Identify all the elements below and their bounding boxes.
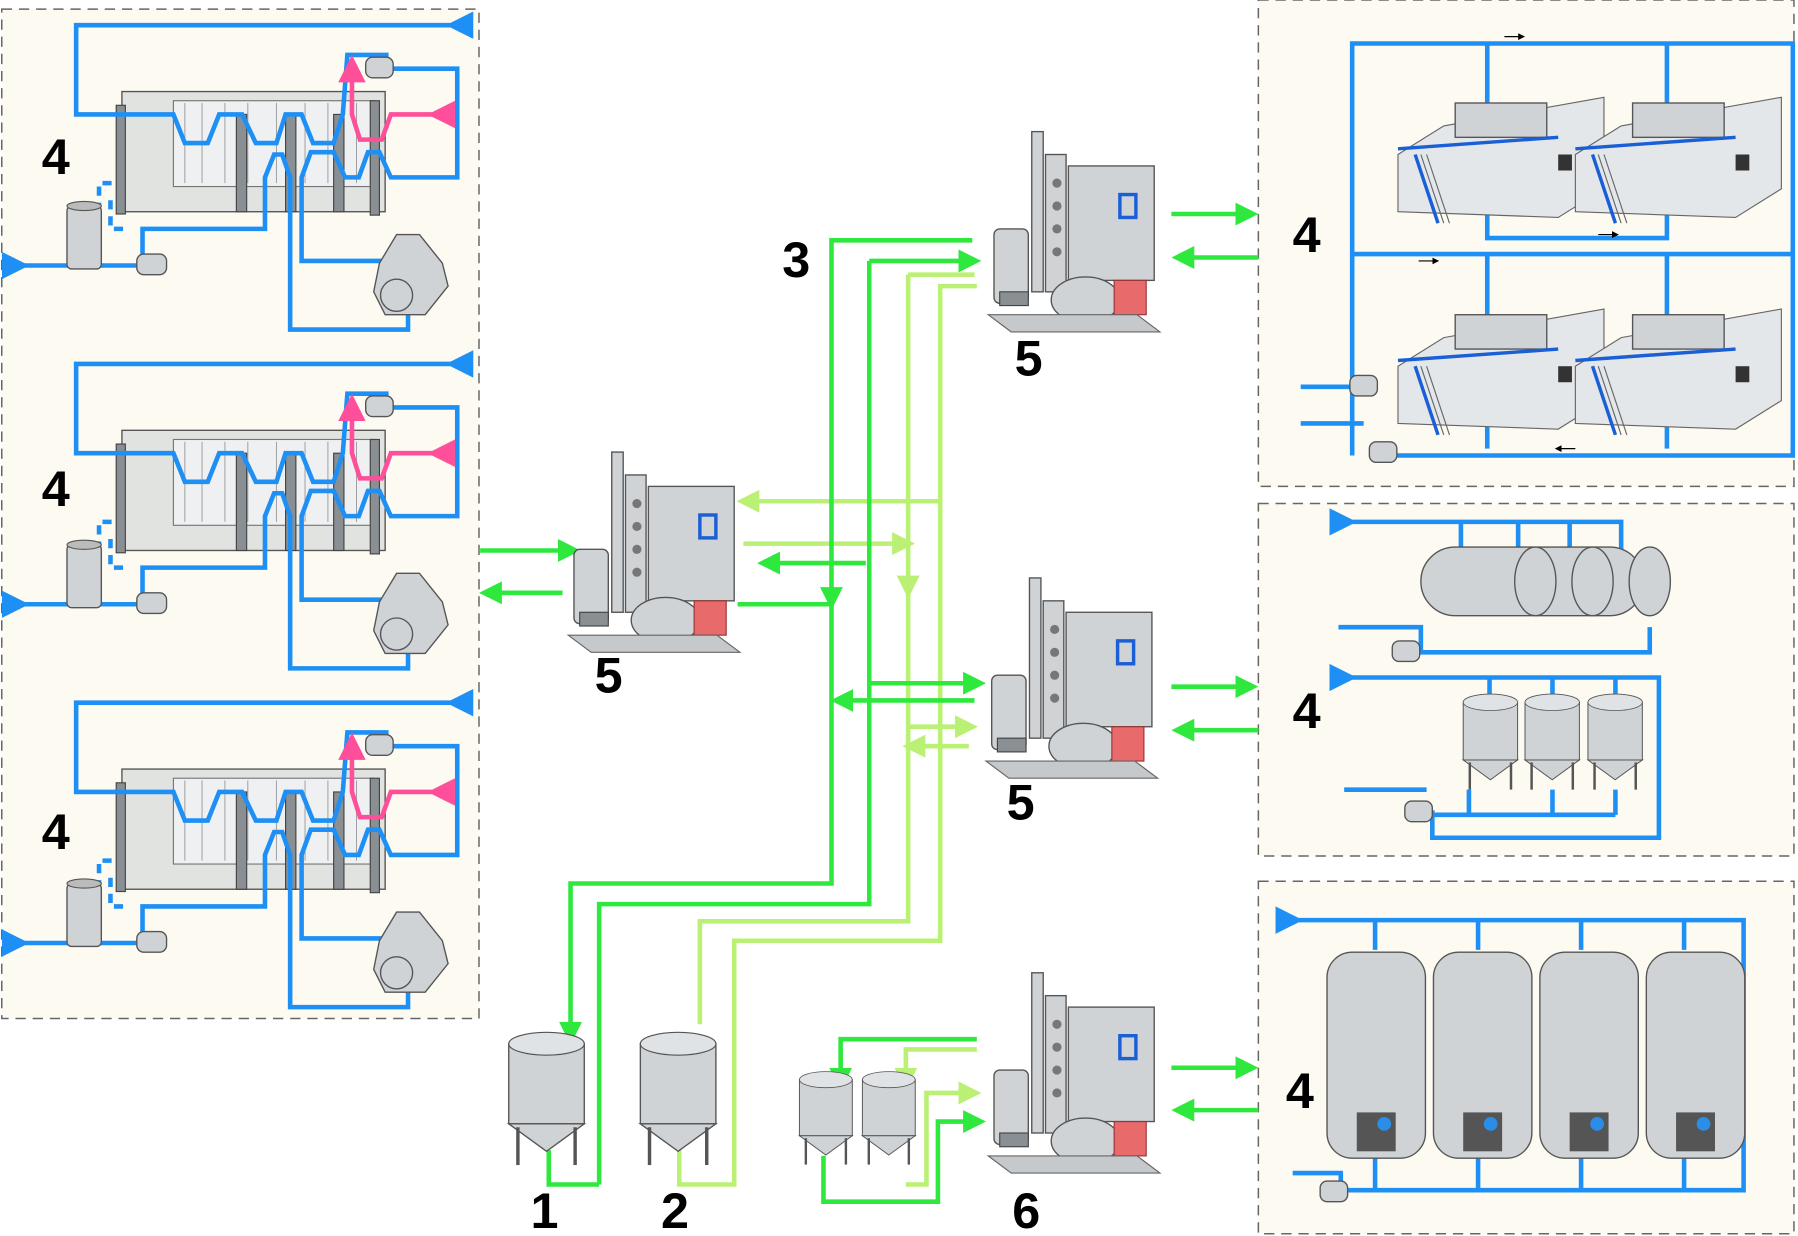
label-tank-1: 1 xyxy=(530,1182,558,1236)
label-unit-3: 3 xyxy=(782,231,810,288)
label-area-4d: 4 xyxy=(1293,206,1321,263)
cip-unit-middle xyxy=(984,576,1160,780)
cip-lines xyxy=(478,202,1259,1204)
horizontal-tanks xyxy=(1420,546,1672,617)
tank-1 xyxy=(507,1030,586,1167)
tank-2 xyxy=(638,1030,718,1167)
label-cip-center: 5 xyxy=(595,646,623,703)
small-tank-1 xyxy=(798,1070,854,1166)
cip-unit-center xyxy=(566,450,742,655)
cip-unit-bottom xyxy=(986,971,1162,1175)
label-cip-bottom: 6 xyxy=(1012,1182,1040,1236)
label-area-4e: 4 xyxy=(1293,682,1321,739)
small-tank-2 xyxy=(861,1070,917,1166)
label-cip-middle: 5 xyxy=(1007,773,1035,830)
label-area-4f: 4 xyxy=(1286,1062,1314,1119)
label-area-4c: 4 xyxy=(42,803,70,860)
label-area-4a: 4 xyxy=(42,128,70,185)
cip-unit-top xyxy=(986,129,1162,334)
silo-tanks xyxy=(1326,951,1746,1159)
label-area-4b: 4 xyxy=(42,460,70,517)
label-cip-top: 5 xyxy=(1015,329,1043,386)
label-tank-2: 2 xyxy=(661,1182,689,1236)
